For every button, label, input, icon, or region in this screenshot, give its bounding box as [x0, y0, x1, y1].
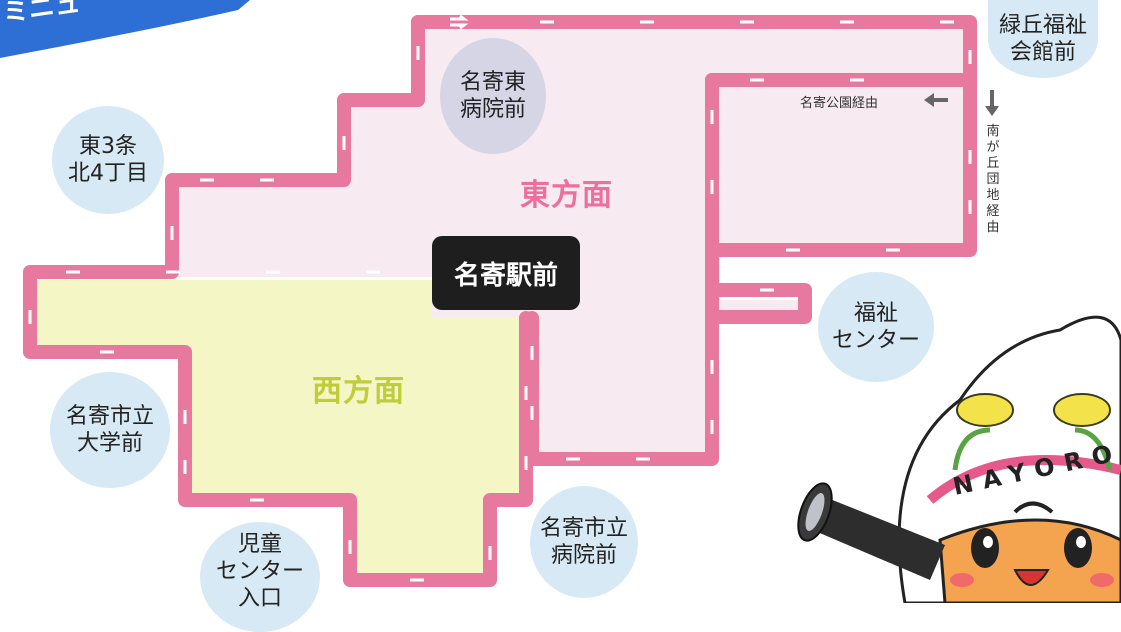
stop-hospital-east-line2: 病院前 — [459, 97, 526, 122]
park-route-arrow-icon — [924, 93, 948, 107]
stop-hospital-east-line1: 名寄東 — [459, 70, 526, 95]
stop-univ[interactable]: 名寄市立 大学前 — [50, 372, 170, 488]
stop-higashi3-line1: 東3条 — [79, 134, 137, 159]
stop-city-hospital-line2: 病院前 — [550, 543, 617, 568]
stop-jidou-line3: 入口 — [237, 585, 282, 611]
station-label: 名寄駅前 — [453, 260, 558, 291]
stop-higashi3[interactable]: 東3条 北4丁目 — [52, 106, 164, 214]
stop-fukushi-line2: センター — [831, 328, 920, 353]
east-inner-hole — [712, 80, 970, 250]
stop-city-hospital[interactable]: 名寄市立 病院前 — [530, 486, 638, 598]
stop-higashi3-line2: 北4丁目 — [68, 161, 148, 186]
minamigaoka-route-note: 南が丘団地経由 — [986, 124, 1000, 235]
west-area-label: 西方面 — [312, 374, 405, 409]
east-area-label: 東方面 — [520, 178, 613, 213]
park-route-note: 名寄公園経由 — [800, 96, 879, 111]
stop-fukushi-line1: 福祉 — [853, 301, 898, 326]
stop-hospital-east[interactable]: 名寄東 病院前 — [440, 38, 546, 154]
stop-univ-line1: 名寄市立 — [65, 404, 154, 429]
stop-jidou[interactable]: 児童 センター 入口 — [200, 522, 320, 632]
minamigaoka-route-arrow-icon — [985, 90, 999, 116]
station-nayoro[interactable]: 名寄駅前 — [432, 236, 580, 310]
stop-jidou-line1: 児童 — [237, 531, 282, 557]
telescope-icon — [797, 482, 945, 580]
banner: ミニュ — [0, 0, 250, 58]
stop-midorioka-line2: 会館前 — [1009, 40, 1076, 65]
stop-fukushi[interactable]: 福祉 センター — [818, 272, 934, 382]
mascot-illustration: NAYORO — [797, 315, 1121, 603]
stop-midorioka[interactable]: 緑丘福祉 会館前 — [988, 0, 1098, 78]
route-arrows — [28, 14, 972, 582]
stop-midorioka-line1: 緑丘福祉 — [998, 13, 1087, 38]
stop-city-hospital-line1: 名寄市立 — [539, 516, 628, 541]
stop-univ-line2: 大学前 — [76, 431, 143, 456]
stop-jidou-line2: センター — [215, 558, 304, 584]
west-area — [30, 280, 526, 580]
